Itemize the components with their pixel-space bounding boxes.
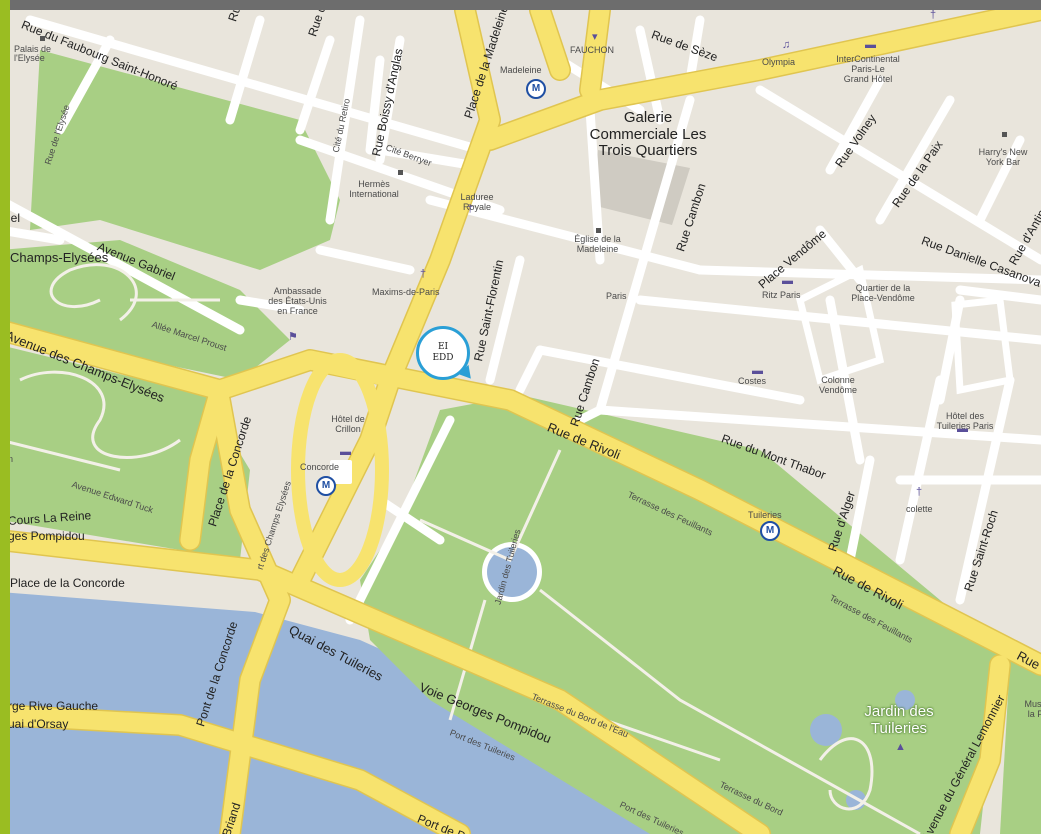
place-marker-icon (1002, 132, 1007, 137)
map-label: Concorde (300, 462, 340, 472)
restaurant-icon[interactable]: † (930, 9, 937, 21)
park-elysees-north (30, 50, 340, 270)
map-label: Colonne Vendôme (818, 375, 858, 395)
restaurant-icon[interactable]: † (467, 203, 474, 215)
map-label: Jardin des Tuileries (864, 703, 934, 737)
map-label: Musée la Pu (1024, 699, 1041, 719)
map-label: Église de la Madeleine (574, 234, 621, 254)
river-seine (0, 592, 720, 834)
hotel-icon[interactable]: ▬ (782, 275, 793, 287)
map-label: Champs-Elysées (10, 250, 109, 265)
map-label: n (8, 454, 14, 464)
map-label: Olympia (762, 57, 796, 67)
tree-icon[interactable]: ▲ (895, 741, 906, 753)
map-label: iel (8, 211, 21, 225)
map-label: Place de la Concorde (10, 576, 125, 590)
restaurant-icon[interactable]: † (916, 486, 923, 498)
left-frame-bar (0, 0, 10, 834)
map-label: rge Rive Gauche (8, 699, 99, 713)
map-label: Ritz Paris (762, 290, 801, 300)
hotel-icon[interactable]: ▬ (340, 446, 351, 458)
map-label: Costes (738, 376, 767, 386)
map-label: uai d'Orsay (8, 717, 69, 731)
map-label: InterContinental Paris-Le Grand Hôtel (836, 54, 900, 84)
map-label: Hermès International (349, 179, 399, 199)
map-label: Maxims-de-Paris (372, 287, 440, 297)
map-label: Ambassade des États-Unis en France (268, 286, 327, 316)
location-marker[interactable]: EI EDD (416, 326, 477, 384)
hotel-icon[interactable]: ▬ (865, 39, 876, 51)
map-label: FAUCHON (570, 45, 615, 55)
map-label: Galerie Commerciale Les Trois Quartiers (589, 109, 707, 159)
map-label: Hôtel des Tuileries Paris (936, 411, 994, 431)
map-label: Laduree Royale (460, 192, 494, 212)
metro-icon[interactable]: M (526, 79, 546, 99)
map-label: Paris (606, 291, 627, 301)
restaurant-icon[interactable]: † (420, 268, 427, 280)
top-frame-bar (0, 0, 1041, 10)
marker-line-1: EI (437, 341, 449, 352)
hotel-icon[interactable]: ▬ (752, 365, 763, 377)
place-marker-icon (40, 36, 45, 41)
map-label: Harry's New York Bar (978, 147, 1028, 167)
map-label: Madeleine (500, 65, 542, 75)
shopping-icon[interactable]: ▾ (592, 31, 598, 43)
hotel-icon[interactable]: ▬ (957, 423, 968, 435)
music-icon[interactable]: ♫ (782, 39, 791, 51)
map-label: Hôtel de Crillon (331, 414, 365, 434)
map-label: Quartier de la Place-Vendôme (851, 283, 915, 303)
location-marker-badge[interactable]: EI EDD (416, 326, 470, 380)
map-label: Palais de l'Elysée (14, 44, 52, 63)
map-label: ges Pompidou (8, 529, 85, 543)
place-marker-icon (596, 228, 601, 233)
place-marker-icon (398, 170, 403, 175)
flag-icon[interactable]: ⚑ (288, 331, 298, 343)
map-label: colette (906, 504, 933, 514)
map-label: Tuileries (748, 510, 782, 520)
metro-icon[interactable]: M (316, 476, 336, 496)
metro-icon[interactable]: M (760, 521, 780, 541)
marker-line-2: EDD (432, 353, 454, 363)
